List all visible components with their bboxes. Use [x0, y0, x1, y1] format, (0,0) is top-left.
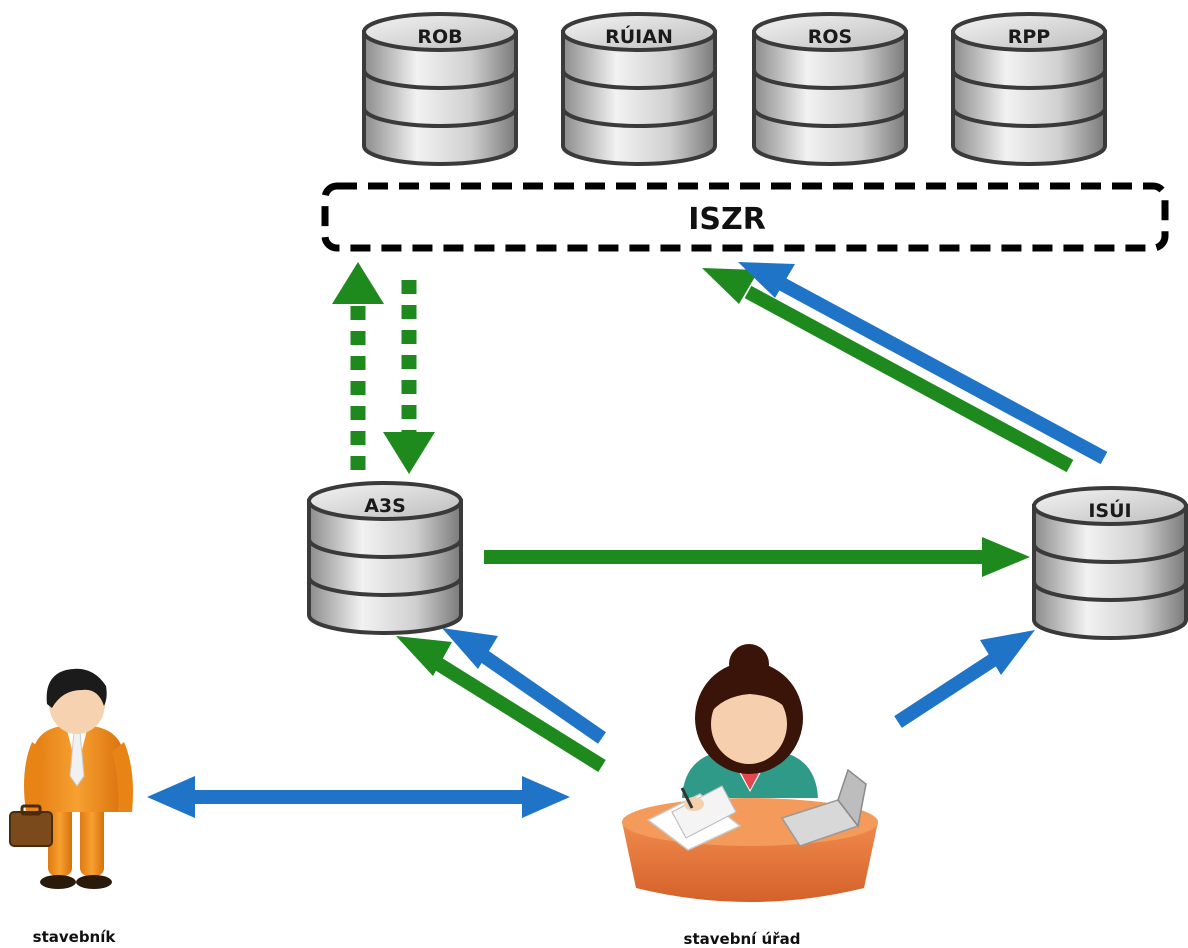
database-icon	[362, 12, 518, 166]
registry-label-rob: ROB	[417, 26, 462, 48]
registry-label-ruian: RÚIAN	[605, 24, 673, 48]
arrow-down-head	[383, 432, 435, 474]
database-ros: ROS	[752, 12, 908, 166]
arrow-head-blue	[980, 630, 1035, 675]
office-clerk-icon	[622, 644, 878, 902]
database-icon	[561, 12, 717, 166]
arrow-head-blue	[738, 262, 795, 298]
iszr-hub: ISZR	[321, 182, 1169, 252]
arrow-up-head	[332, 262, 384, 304]
database-icon	[1032, 486, 1188, 640]
arrow-head-green	[396, 636, 452, 676]
system-label-a3s: A3S	[364, 495, 406, 517]
arrow-shaft-blue	[474, 646, 606, 744]
registry-label-rpp: RPP	[1008, 26, 1051, 48]
a3s-isui-arrow	[484, 537, 1030, 577]
arrow-shaft-blue	[778, 277, 1108, 465]
database-icon	[752, 12, 908, 166]
a3s-iszr-dashed-arrows	[332, 262, 435, 474]
arrow-head-left	[147, 776, 195, 818]
database-a3s: A3S	[307, 481, 463, 635]
iszr-box	[321, 182, 1169, 252]
office-label: stavební úřad	[684, 930, 801, 948]
office-isui-arrow	[894, 630, 1035, 728]
builder-label: stavebník	[33, 928, 117, 946]
system-label-isui: ISÚI	[1088, 498, 1131, 522]
iszr-label: ISZR	[688, 202, 766, 237]
arrow-shaft-green	[428, 654, 606, 772]
arrow-shaft-blue	[894, 652, 1000, 728]
arrow-shaft-green	[744, 285, 1074, 473]
database-rpp: RPP	[951, 12, 1107, 166]
arrow-head-blue	[442, 628, 498, 669]
builder-person-icon	[9, 668, 133, 889]
arrow-head-green	[982, 537, 1030, 577]
database-icon	[307, 481, 463, 635]
database-rob: ROB	[362, 12, 518, 166]
database-ruian: RÚIAN	[561, 12, 717, 166]
database-isui: ISÚI	[1032, 486, 1188, 640]
database-icon	[951, 12, 1107, 166]
arrow-head-right	[522, 776, 570, 818]
isui-iszr-arrows	[702, 262, 1108, 473]
builder-office-arrow	[147, 776, 570, 818]
arrow-head-green	[702, 268, 759, 304]
registry-label-ros: ROS	[808, 26, 852, 48]
office-a3s-arrows	[396, 628, 606, 772]
